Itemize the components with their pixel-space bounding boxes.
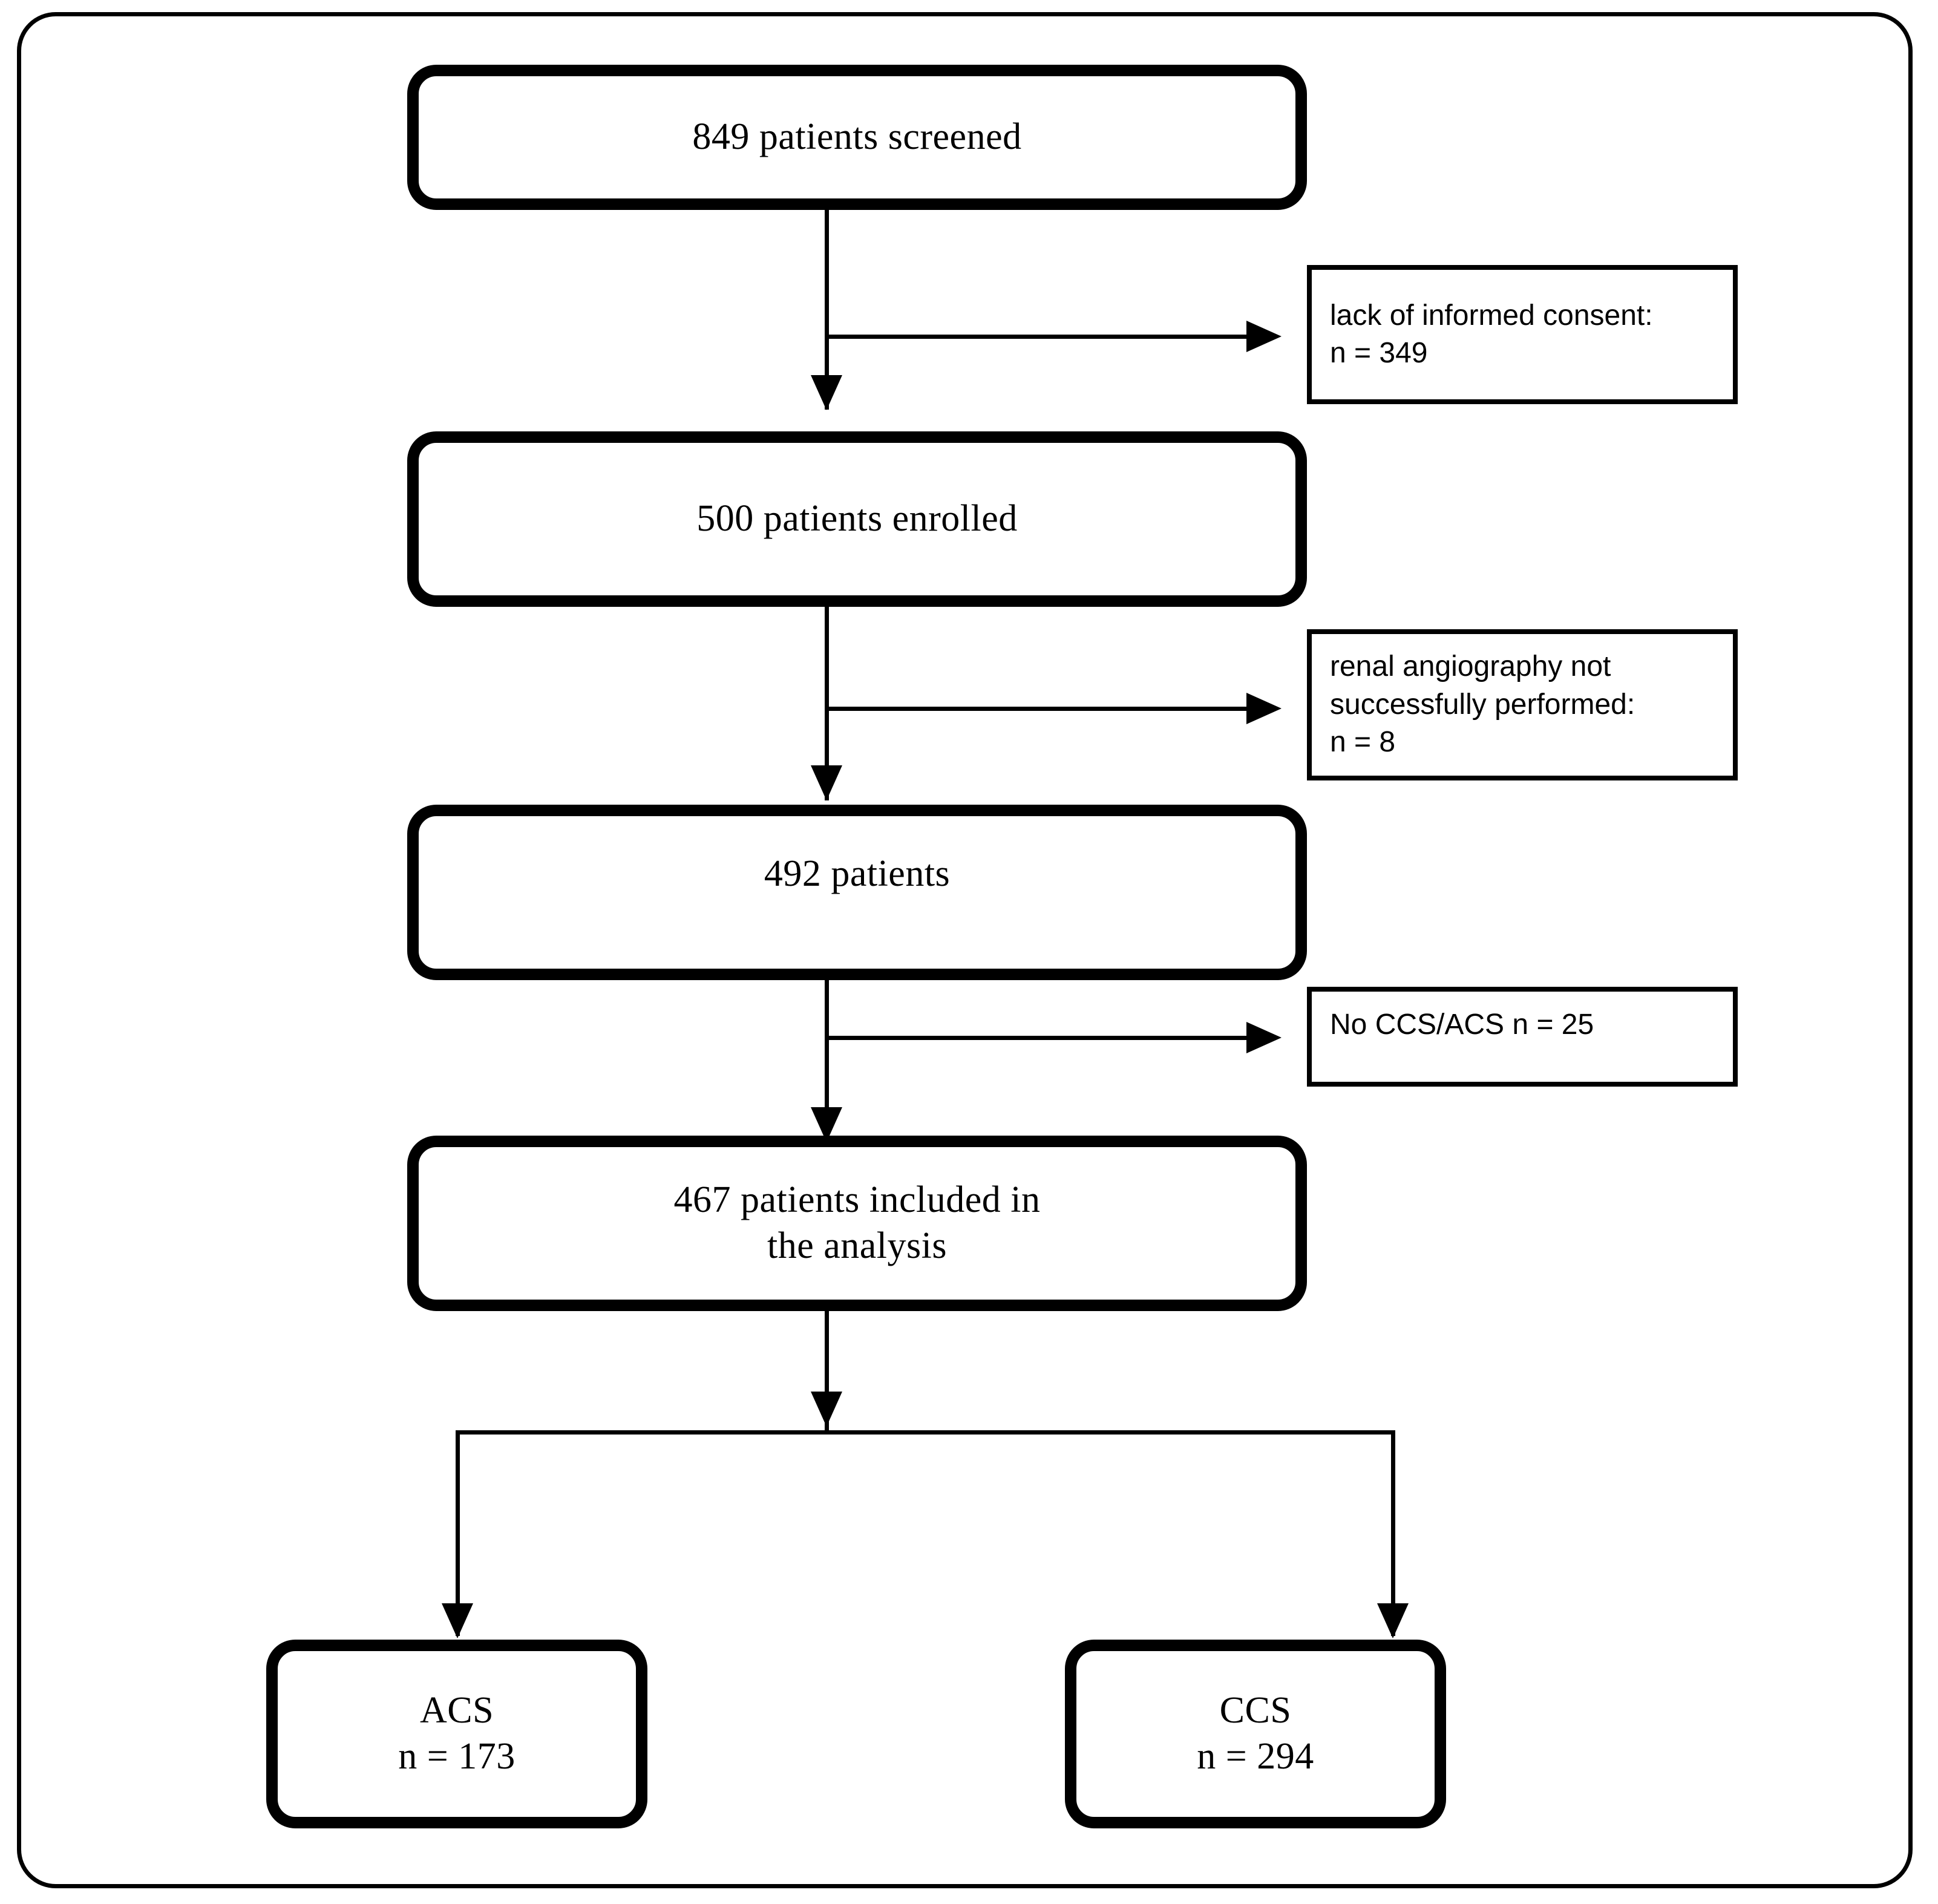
box-acs-label: ACS n = 173 xyxy=(398,1690,516,1777)
connector-split-horizontal-bar xyxy=(456,1430,1395,1435)
connector-screened-to-enrolled xyxy=(825,210,829,410)
box-patients-included-label: 467 patients included in the analysis xyxy=(673,1179,1041,1266)
arrowhead-to-no-angiography xyxy=(1246,693,1282,724)
box-492-patients-label: 492 patients xyxy=(764,853,951,894)
box-no-ccs-acs: No CCS/ACS n = 25 xyxy=(1307,987,1738,1087)
box-renal-angiography-not-performed: renal angiography not successfully perfo… xyxy=(1307,629,1738,780)
connector-to-no-angiography xyxy=(827,707,1250,711)
connector-to-no-consent xyxy=(827,335,1250,339)
box-lack-of-informed-consent-label: lack of informed consent: n = 349 xyxy=(1330,299,1653,369)
arrowhead-enrolled-to-remaining xyxy=(811,765,842,800)
box-patients-enrolled: 500 patients enrolled xyxy=(407,431,1307,607)
arrowhead-included-to-split xyxy=(811,1392,842,1427)
box-patients-screened-label: 849 patients screened xyxy=(692,116,1022,158)
connector-remaining-to-included xyxy=(825,980,829,1140)
connector-enrolled-to-remaining xyxy=(825,607,829,800)
box-renal-angiography-not-performed-label: renal angiography not successfully perfo… xyxy=(1330,650,1635,759)
box-ccs: CCS n = 294 xyxy=(1065,1640,1446,1828)
box-492-patients: 492 patients xyxy=(407,805,1307,980)
box-patients-screened: 849 patients screened xyxy=(407,65,1307,210)
arrowhead-to-no-consent xyxy=(1246,321,1282,352)
box-lack-of-informed-consent: lack of informed consent: n = 349 xyxy=(1307,265,1738,404)
arrowhead-split-to-acs xyxy=(442,1603,473,1638)
box-patients-enrolled-label: 500 patients enrolled xyxy=(696,498,1018,540)
arrowhead-split-to-ccs xyxy=(1377,1603,1409,1638)
connector-split-to-ccs xyxy=(1391,1430,1395,1636)
diagram-outer-frame xyxy=(17,12,1913,1888)
box-no-ccs-acs-label: No CCS/ACS n = 25 xyxy=(1330,1009,1594,1041)
arrowhead-to-no-ccs-acs xyxy=(1246,1022,1282,1053)
connector-included-to-split xyxy=(825,1311,829,1432)
box-ccs-label: CCS n = 294 xyxy=(1197,1690,1314,1777)
box-patients-included: 467 patients included in the analysis xyxy=(407,1136,1307,1311)
arrowhead-screened-to-enrolled xyxy=(811,375,842,410)
connector-to-no-ccs-acs xyxy=(827,1036,1250,1040)
box-acs: ACS n = 173 xyxy=(266,1640,647,1828)
connector-split-to-acs xyxy=(456,1430,460,1636)
